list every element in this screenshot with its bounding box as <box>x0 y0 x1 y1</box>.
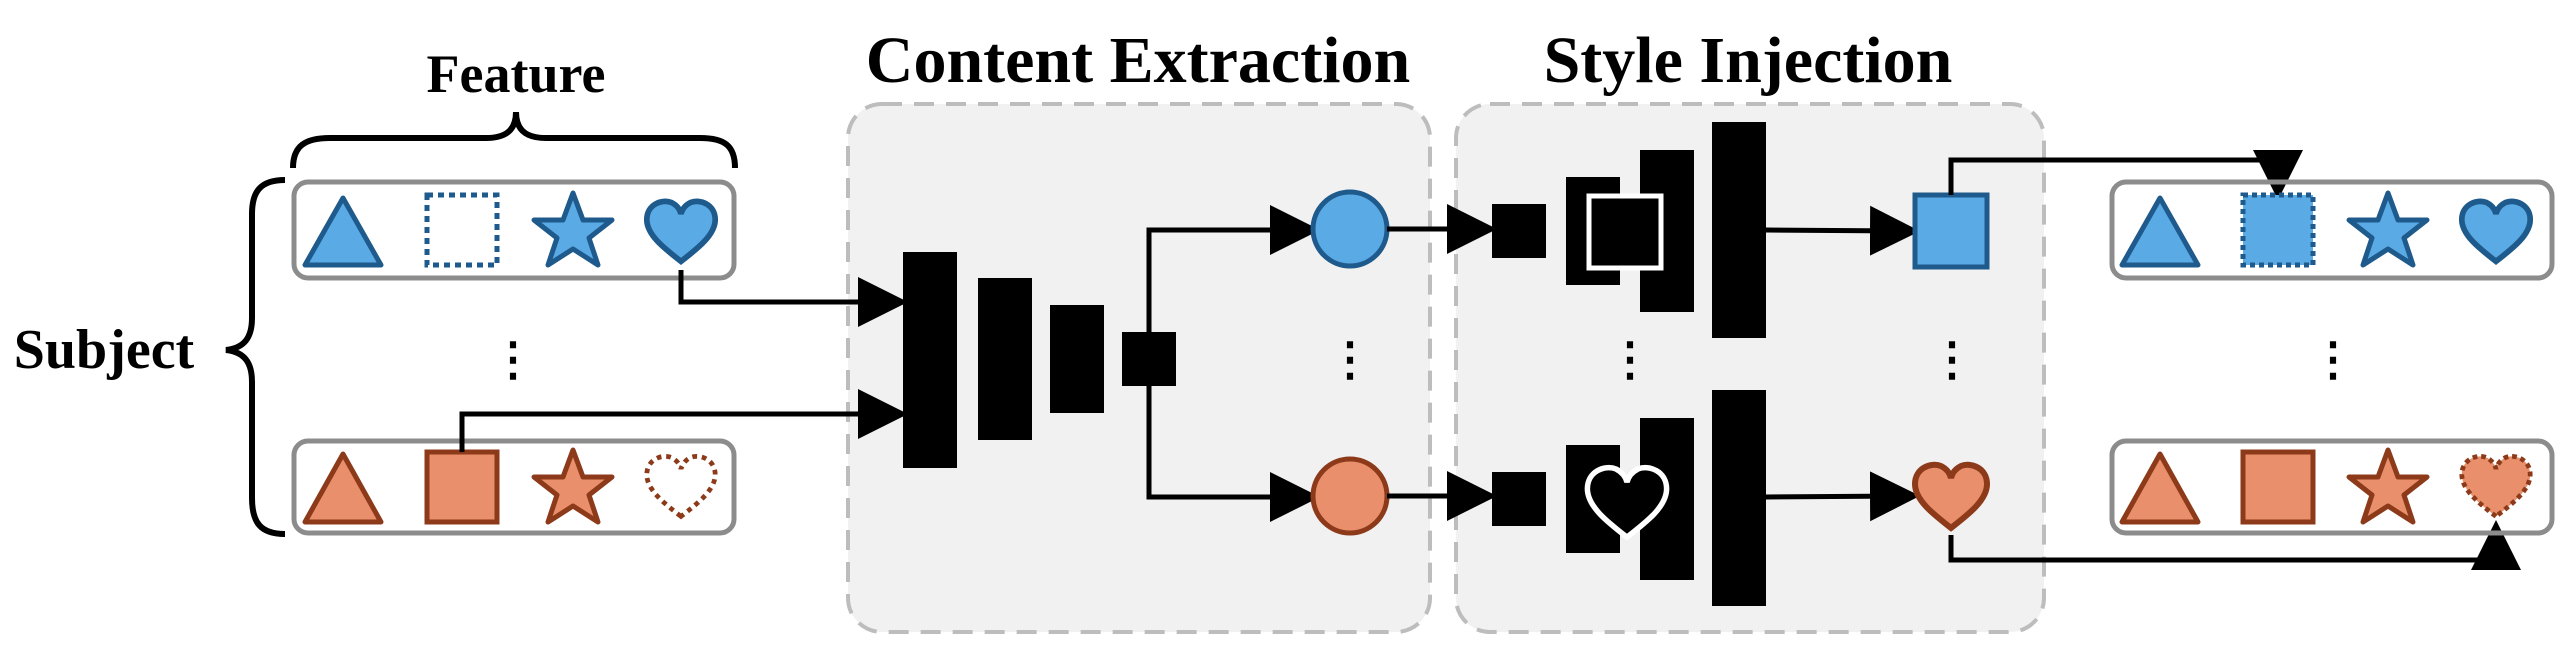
output-row-top <box>2109 179 2555 281</box>
square-icon <box>1586 193 1664 271</box>
star-icon <box>531 190 615 268</box>
star-icon <box>2346 190 2430 268</box>
triangle-icon <box>2119 195 2201 268</box>
subject-brace <box>225 177 286 537</box>
input-row-bottom <box>291 438 737 536</box>
input-row-top <box>291 179 737 281</box>
dotted-heart-icon <box>2462 456 2530 516</box>
content-feature-blue <box>1310 189 1390 269</box>
style-injection-title: Style Injection <box>1544 24 1953 97</box>
feature-label: Feature <box>427 44 606 104</box>
triangle-icon <box>302 195 384 268</box>
heart-icon <box>647 201 715 261</box>
content-extraction-title: Content Extraction <box>866 24 1410 97</box>
output-row-bottom <box>2109 438 2555 536</box>
square-icon <box>424 449 500 525</box>
ellipsis-input: ⋮ <box>490 334 536 385</box>
dashed-square-icon <box>424 192 500 268</box>
arrow-square-to-output <box>1948 150 2303 200</box>
content-feature-orange <box>1310 456 1390 536</box>
arrow-decoder-to-heart <box>1765 471 1920 522</box>
arrow-decoder-to-square <box>1765 205 1920 256</box>
star-icon <box>2346 447 2430 525</box>
ellipsis-output: ⋮ <box>2310 334 2356 385</box>
subject-label: Subject <box>14 319 195 381</box>
arrow-heart-to-encoder <box>678 270 908 327</box>
arrow-to-content-bottom <box>1146 386 1320 522</box>
ellipsis-style-out: ⋮ <box>1929 334 1975 385</box>
feature-brace <box>290 111 738 169</box>
dotted-square-icon <box>2240 192 2316 268</box>
content-encoder <box>903 252 1176 468</box>
dashed-heart-icon <box>647 456 715 516</box>
triangle-icon <box>2119 451 2201 525</box>
heart-icon <box>2462 201 2530 261</box>
style-decoder-top <box>1492 122 1766 338</box>
square-icon <box>2240 449 2316 525</box>
ellipsis-style: ⋮ <box>1607 334 1653 385</box>
style-decoder-bottom <box>1492 390 1766 606</box>
arrow-to-content-top <box>1146 205 1320 332</box>
arrow-square-to-encoder <box>459 389 908 452</box>
arrow-heart-to-output <box>1948 520 2521 570</box>
styled-square-output <box>1912 192 1990 270</box>
ellipsis-content: ⋮ <box>1327 334 1373 385</box>
star-icon <box>531 447 615 525</box>
triangle-icon <box>302 451 384 525</box>
